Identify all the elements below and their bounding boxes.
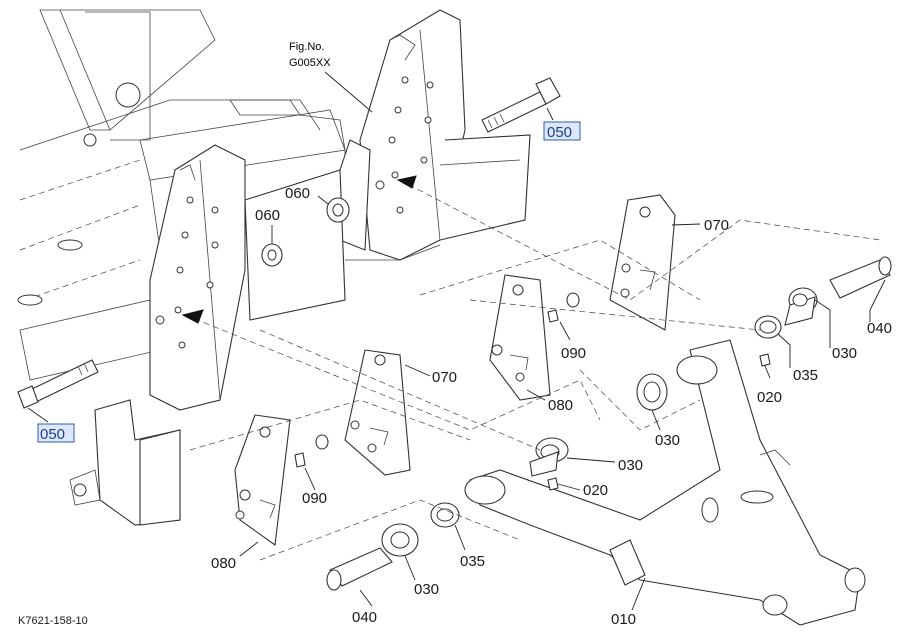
callout-070-left: 070 (432, 369, 457, 386)
callout-050-right[interactable]: 050 (547, 124, 572, 141)
callout-035-left: 035 (460, 553, 485, 570)
callout-030-mid: 030 (655, 432, 680, 449)
fig-no-label: Fig.No. (289, 41, 324, 53)
callout-labels: Fig.No. G005XX 050 060 060 070 040 030 0… (18, 41, 892, 628)
callout-010: 010 (611, 611, 636, 628)
right-bracket (244, 9, 531, 321)
callout-030-lower-left: 030 (414, 581, 439, 598)
arrow-left (181, 309, 204, 324)
callout-090-right: 090 (561, 345, 586, 362)
callout-040-left: 040 (352, 609, 377, 626)
tractor-frame (17, 9, 346, 381)
callout-050-left[interactable]: 050 (40, 426, 65, 443)
callout-070-right: 070 (704, 217, 729, 234)
callout-080-right: 080 (548, 397, 573, 414)
fitting-020-upper (759, 353, 771, 367)
highlight-050-left (37, 423, 75, 443)
bushing-030-mid (636, 373, 668, 411)
callout-035-right: 035 (793, 367, 818, 384)
front-axle-arm (464, 339, 866, 626)
left-bracket (69, 144, 246, 526)
fig-no-value: G005XX (289, 57, 331, 69)
highlight-050-right (543, 121, 581, 141)
callout-080-left: 080 (211, 555, 236, 572)
drawing-code: K7621-158-10 (18, 615, 88, 627)
arrow-right (396, 175, 417, 189)
bolt-left (17, 359, 99, 409)
nut-lower (261, 243, 283, 267)
washer-035-lower (430, 502, 460, 528)
grease-fitting-090-right (547, 292, 580, 323)
callout-060-lower: 060 (255, 207, 280, 224)
plate-080-right (489, 274, 551, 401)
callout-020-upper: 020 (757, 389, 782, 406)
nut-upper (326, 197, 350, 223)
fitting-020-lower (547, 477, 559, 491)
pin-040-upper (829, 256, 892, 299)
callout-030-upper: 030 (832, 345, 857, 362)
callout-040-right: 040 (867, 320, 892, 337)
callout-020-lower: 020 (583, 482, 608, 499)
plate-080-left (234, 414, 291, 546)
plate-070-right (609, 194, 676, 331)
grease-fitting-090-left (294, 434, 329, 468)
washer-035-upper (754, 315, 782, 339)
leader-lines (27, 71, 886, 611)
callout-030-lower-right: 030 (618, 457, 643, 474)
callout-090-left: 090 (302, 490, 327, 507)
pin-040-lower (326, 547, 393, 591)
assembly-guide-lines (184, 179, 881, 561)
bushing-030-upper (784, 287, 818, 326)
plate-070-left (344, 349, 411, 476)
bushing-030-lower-right (529, 437, 569, 477)
callout-060-upper: 060 (285, 185, 310, 202)
bushing-030-lower-left (381, 523, 419, 557)
bolt-right (481, 77, 561, 133)
